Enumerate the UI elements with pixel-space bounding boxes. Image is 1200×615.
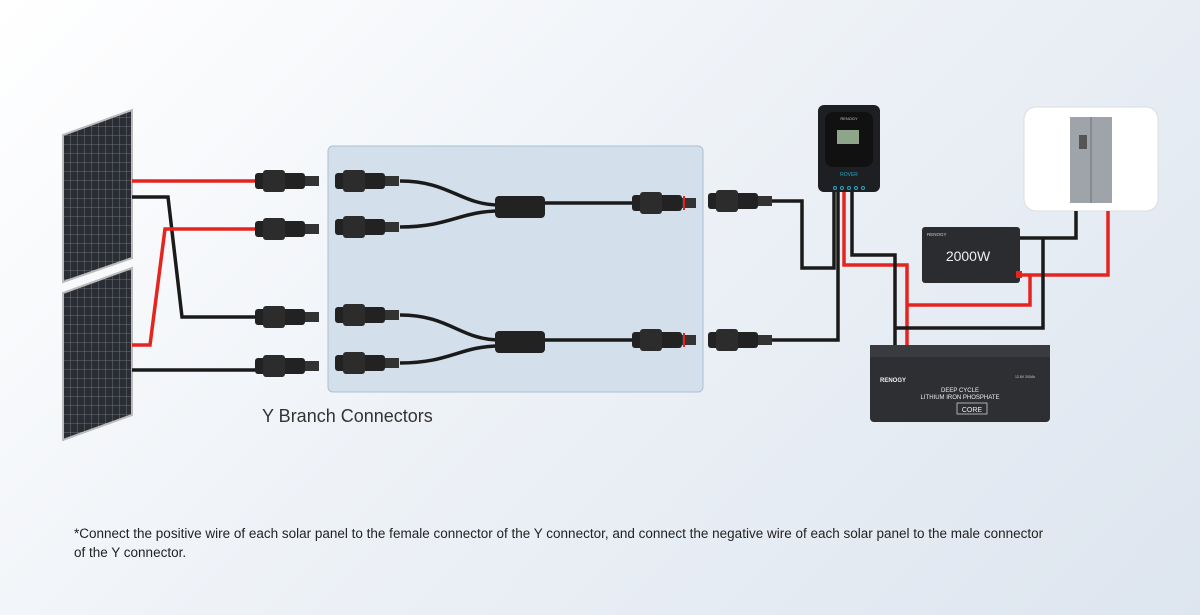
svg-text:RENOGY: RENOGY [880,378,906,384]
svg-text:RENOGY: RENOGY [927,232,947,237]
solar-panel-bottom [62,266,133,442]
y-branch-box [327,145,704,393]
svg-text:2000W: 2000W [946,248,991,264]
y-branch-caption: Y Branch Connectors [262,406,433,426]
wiring-note: *Connect the positive wire of each solar… [74,526,1044,560]
solar-panel-top [62,108,133,284]
y-branch-connector [335,170,696,374]
svg-text:RENOGY: RENOGY [840,116,858,121]
svg-text:LITHIUM IRON PHOSPHATE: LITHIUM IRON PHOSPHATE [921,395,1000,401]
svg-text:12.8V 200Ah: 12.8V 200Ah [1015,375,1035,379]
svg-text:ROVER: ROVER [840,172,858,178]
battery: RENOGY 12.8V 200Ah DEEP CYCLE LITHIUM IR… [870,345,1050,422]
charge-controller: RENOGY ROVER [818,105,880,192]
panel-connector [255,170,319,377]
svg-text:DEEP CYCLE: DEEP CYCLE [941,388,979,394]
svg-text:CORE: CORE [962,407,983,414]
inverter: RENOGY 2000W [922,227,1022,283]
refrigerator-load [1023,106,1159,212]
